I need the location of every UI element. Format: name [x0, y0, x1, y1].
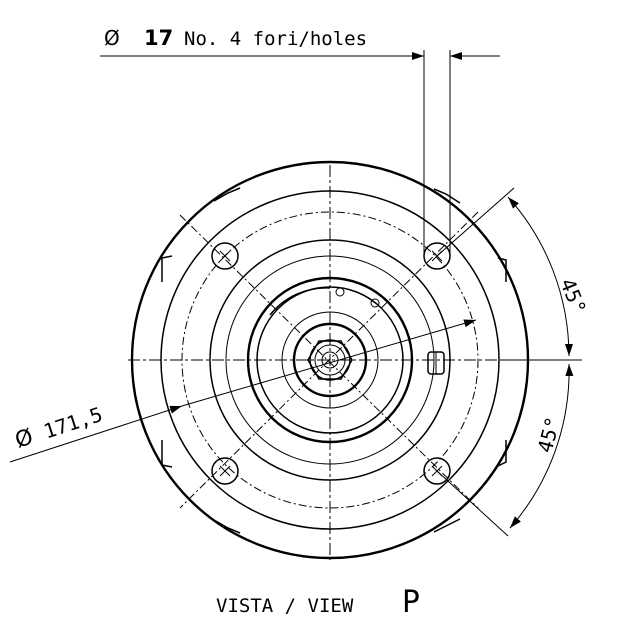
- bolt-hole-top-left: [211, 242, 239, 270]
- hole-diameter-symbol: Ø: [104, 26, 120, 50]
- hole-note: No. 4 fori/holes: [184, 28, 367, 50]
- shaft-nut: [292, 322, 368, 398]
- angle-lower-label: 45°: [533, 414, 566, 455]
- screw-top-right: [370, 298, 380, 308]
- bolt-circle-symbol: Ø: [12, 425, 36, 454]
- angle-upper-label: 45°: [555, 275, 591, 317]
- bolt-hole-bottom-left: [211, 457, 239, 485]
- view-caption: VISTA / VIEW P: [216, 585, 420, 620]
- view-caption-letter: P: [402, 585, 420, 620]
- hole-dimension: Ø 17 No. 4 fori/holes: [100, 26, 500, 256]
- hub: [209, 239, 451, 481]
- view-caption-prefix: VISTA / VIEW: [216, 595, 354, 617]
- body-tabs: [161, 187, 507, 534]
- screw-top: [335, 287, 345, 297]
- bolt-circle-value: 171,5: [41, 402, 106, 443]
- angle-dimensions: 45° 45°: [436, 187, 591, 537]
- hole-diameter-value: 17: [144, 26, 173, 50]
